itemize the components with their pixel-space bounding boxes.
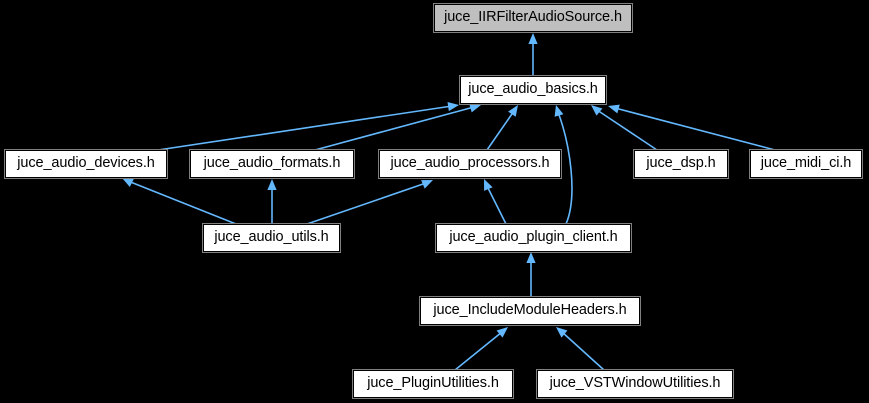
graph-node-label: juce_audio_utils.h — [214, 229, 329, 246]
graph-edge-arrowhead — [469, 103, 481, 113]
graph-node-label: juce_IncludeModuleHeaders.h — [433, 302, 627, 319]
graph-node-label: juce_PluginUtilities.h — [367, 375, 499, 392]
graph-node-audio_processors[interactable]: juce_audio_processors.h — [378, 149, 562, 179]
graph-edge — [486, 185, 507, 225]
graph-node-includemoduleheaders[interactable]: juce_IncludeModuleHeaders.h — [419, 296, 641, 326]
graph-edge — [306, 182, 427, 225]
graph-node-audio_formats[interactable]: juce_audio_formats.h — [189, 149, 355, 179]
graph-edge — [486, 110, 515, 151]
graph-node-audio_utils[interactable]: juce_audio_utils.h — [202, 223, 341, 253]
graph-node-label: juce_dsp.h — [646, 155, 716, 172]
graph-edge-arrowhead — [421, 180, 433, 189]
graph-node-vstwindowutilities[interactable]: juce_VSTWindowUtilities.h — [536, 369, 734, 399]
graph-edge — [157, 105, 453, 151]
graph-edge-arrowhead — [608, 104, 620, 114]
graph-edge — [314, 106, 475, 151]
graph-edge-arrowhead — [554, 105, 564, 117]
graph-node-label: juce_audio_devices.h — [17, 155, 155, 172]
graph-node-audio_devices[interactable]: juce_audio_devices.h — [4, 149, 168, 179]
graph-node-midi_ci[interactable]: juce_midi_ci.h — [749, 149, 863, 179]
graph-edge-arrowhead — [528, 33, 538, 44]
graph-edge-arrowhead — [556, 327, 568, 338]
graph-edge — [596, 109, 658, 151]
graph-node-label: juce_VSTWindowUtilities.h — [549, 375, 721, 392]
graph-edge-arrowhead — [122, 178, 134, 187]
graph-edge-arrowhead — [267, 179, 277, 190]
graph-node-label: juce_midi_ci.h — [760, 155, 852, 172]
graph-edge-arrowhead — [591, 105, 603, 116]
graph-edge — [454, 331, 503, 371]
graph-node-audio_plugin_client[interactable]: juce_audio_plugin_client.h — [435, 223, 632, 253]
graph-node-iirfilteraudiosource: juce_IIRFilterAudioSource.h — [433, 3, 633, 33]
graph-edge-arrowhead — [447, 102, 459, 112]
graph-edge — [614, 107, 776, 151]
graph-node-label: juce_IIRFilterAudioSource.h — [444, 9, 622, 26]
graph-node-audio_basics[interactable]: juce_audio_basics.h — [459, 75, 607, 105]
graph-node-dsp[interactable]: juce_dsp.h — [633, 149, 729, 179]
graph-edge-arrowhead — [484, 179, 493, 191]
graph-edge-arrowhead — [496, 327, 508, 338]
graph-edge-arrowhead — [526, 252, 536, 263]
graph-edge — [561, 331, 605, 371]
graph-node-label: juce_audio_processors.h — [390, 155, 550, 172]
graph-edge — [557, 111, 573, 225]
graph-node-pluginutilities[interactable]: juce_PluginUtilities.h — [352, 369, 514, 399]
graph-node-label: juce_audio_formats.h — [203, 155, 341, 172]
graph-node-label: juce_audio_plugin_client.h — [449, 229, 618, 246]
graph-edge-arrowhead — [508, 105, 518, 117]
graph-node-label: juce_audio_basics.h — [468, 81, 598, 98]
graph-edge — [127, 180, 237, 225]
